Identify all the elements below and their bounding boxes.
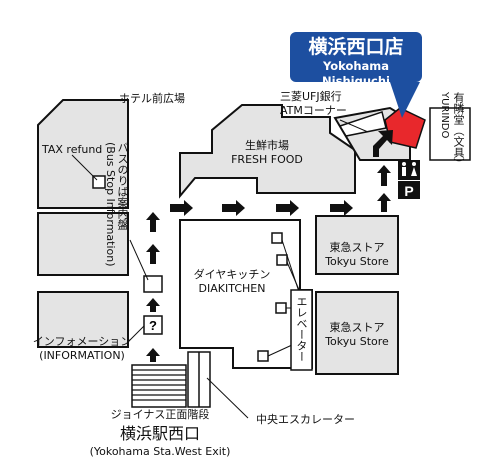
parking-icon: P (404, 183, 413, 199)
restroom-icon (398, 160, 420, 180)
elevator-box-3 (275, 302, 287, 314)
bus-leader (129, 239, 149, 281)
info-question-box (143, 315, 163, 335)
building-left-middle (37, 212, 129, 276)
label-bus-en: (Bus Stop Information) (104, 142, 117, 267)
atm-corner-block (338, 111, 387, 137)
label-tokyu-lower-en: Tokyu Store (325, 335, 389, 348)
label-info-en: (INFORMATION) (39, 349, 125, 362)
label-tokyu-lower-jp: 東急ストア (329, 321, 385, 334)
label-tax-refund: TAX refund (42, 143, 103, 156)
label-yurindo-jp: 有隣堂（文具） (452, 92, 465, 169)
joinus-stairs (131, 364, 187, 408)
label-yurindo-en: YURINDO (439, 92, 450, 139)
label-tokyu-upper-jp: 東急ストア (329, 241, 385, 254)
building-left-lower (37, 291, 129, 348)
parking-icon-bg (398, 181, 420, 199)
label-fresh-jp: 生鮮市場 (245, 139, 289, 152)
label-info-jp: インフォメーション (32, 335, 132, 348)
label-fresh-en: FRESH FOOD (231, 153, 303, 166)
label-bus-jp: バスのりば案内盤 (116, 142, 129, 230)
store-tokyu-upper (315, 215, 399, 275)
ufj-leader (339, 119, 369, 133)
callout-title-en: Yokohama Nishiguchi (322, 59, 390, 88)
store-tokyu-lower (315, 291, 399, 375)
label-elevator: エレベーター (295, 296, 308, 362)
label-ufj-line1: 三菱UFJ銀行 (280, 90, 342, 103)
label-hotel-square: ホテル前広場 (119, 92, 185, 105)
escalator-leader (206, 377, 249, 419)
callout-title-jp: 横浜西口店 (308, 36, 404, 58)
info-leader (127, 325, 145, 343)
info-box-top (143, 275, 163, 293)
elevator-label-box (290, 289, 313, 371)
label-escalator: 中央エスカレーター (256, 413, 355, 426)
label-ufj-line2: ATMコーナー (280, 104, 347, 117)
route-arrows (146, 165, 391, 362)
location-marker-icon (390, 82, 420, 118)
label-exit-jp: 横浜駅西口 (119, 424, 201, 443)
label-diakitchen-en: DIAKITCHEN (198, 282, 266, 295)
elevator-box-2 (276, 254, 288, 266)
elevator-box-4 (257, 350, 269, 362)
store-callout: 横浜西口店 Yokohama Nishiguchi (290, 32, 422, 88)
elevator-box-1 (271, 232, 283, 244)
label-exit-en: (Yokohama Sta.West Exit) (89, 445, 231, 458)
building-fresh-food (179, 104, 356, 199)
label-joinus-stairs: ジョイナス正面階段 (110, 408, 210, 421)
label-diakitchen-jp: ダイヤキッチン (193, 268, 271, 281)
atm-arrow-icon (373, 130, 393, 157)
label-tokyu-upper-en: Tokyu Store (325, 255, 389, 268)
tax-refund-leader (71, 154, 98, 181)
yurindo-box (429, 107, 471, 161)
info-question-icon: ? (149, 318, 157, 333)
